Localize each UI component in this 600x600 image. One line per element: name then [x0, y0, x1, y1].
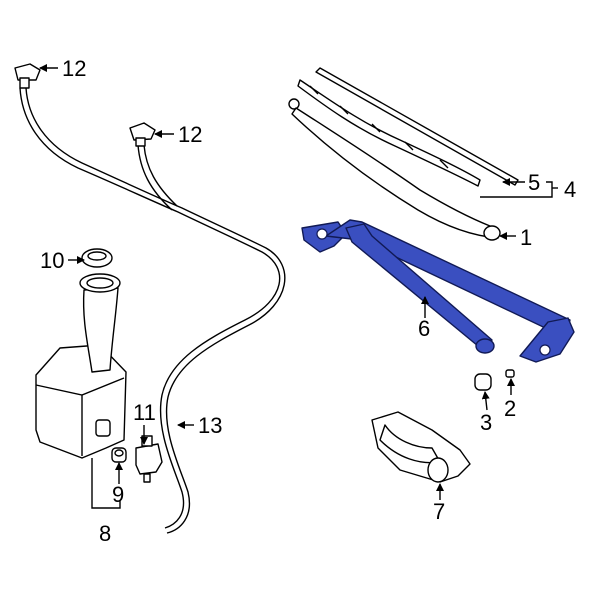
wiper-blade: [297, 67, 519, 187]
callout-10: 10: [40, 248, 64, 273]
callout-2: 2: [504, 396, 516, 421]
callout-3: 3: [480, 410, 492, 435]
leader-lines: [39, 64, 558, 509]
washer-hose-13: [19, 87, 286, 534]
washer-nozzle-right: [129, 122, 156, 147]
wiper-arm: [288, 98, 501, 241]
reservoir-cap: [81, 248, 113, 268]
washer-pump: [135, 435, 163, 483]
callout-12-left: 12: [62, 56, 86, 81]
callout-1: 1: [520, 225, 532, 250]
callout-6: 6: [418, 316, 430, 341]
grommet: [111, 447, 127, 463]
callout-5: 5: [528, 170, 540, 195]
washer-hose-branch: [137, 144, 178, 211]
pivot-bushing: [474, 373, 492, 391]
wiper-linkage: [301, 219, 575, 363]
callout-4: 4: [564, 177, 576, 202]
callout-12-right: 12: [178, 122, 202, 147]
washer-reservoir: [35, 273, 127, 459]
wiper-motor: [371, 411, 471, 483]
callout-7: 7: [433, 499, 445, 524]
callout-9: 9: [112, 482, 124, 507]
callout-13: 13: [198, 413, 222, 438]
callout-11: 11: [133, 400, 156, 425]
pivot-nut: [505, 369, 515, 378]
washer-nozzle-left: [14, 63, 41, 89]
callout-8: 8: [99, 521, 111, 546]
